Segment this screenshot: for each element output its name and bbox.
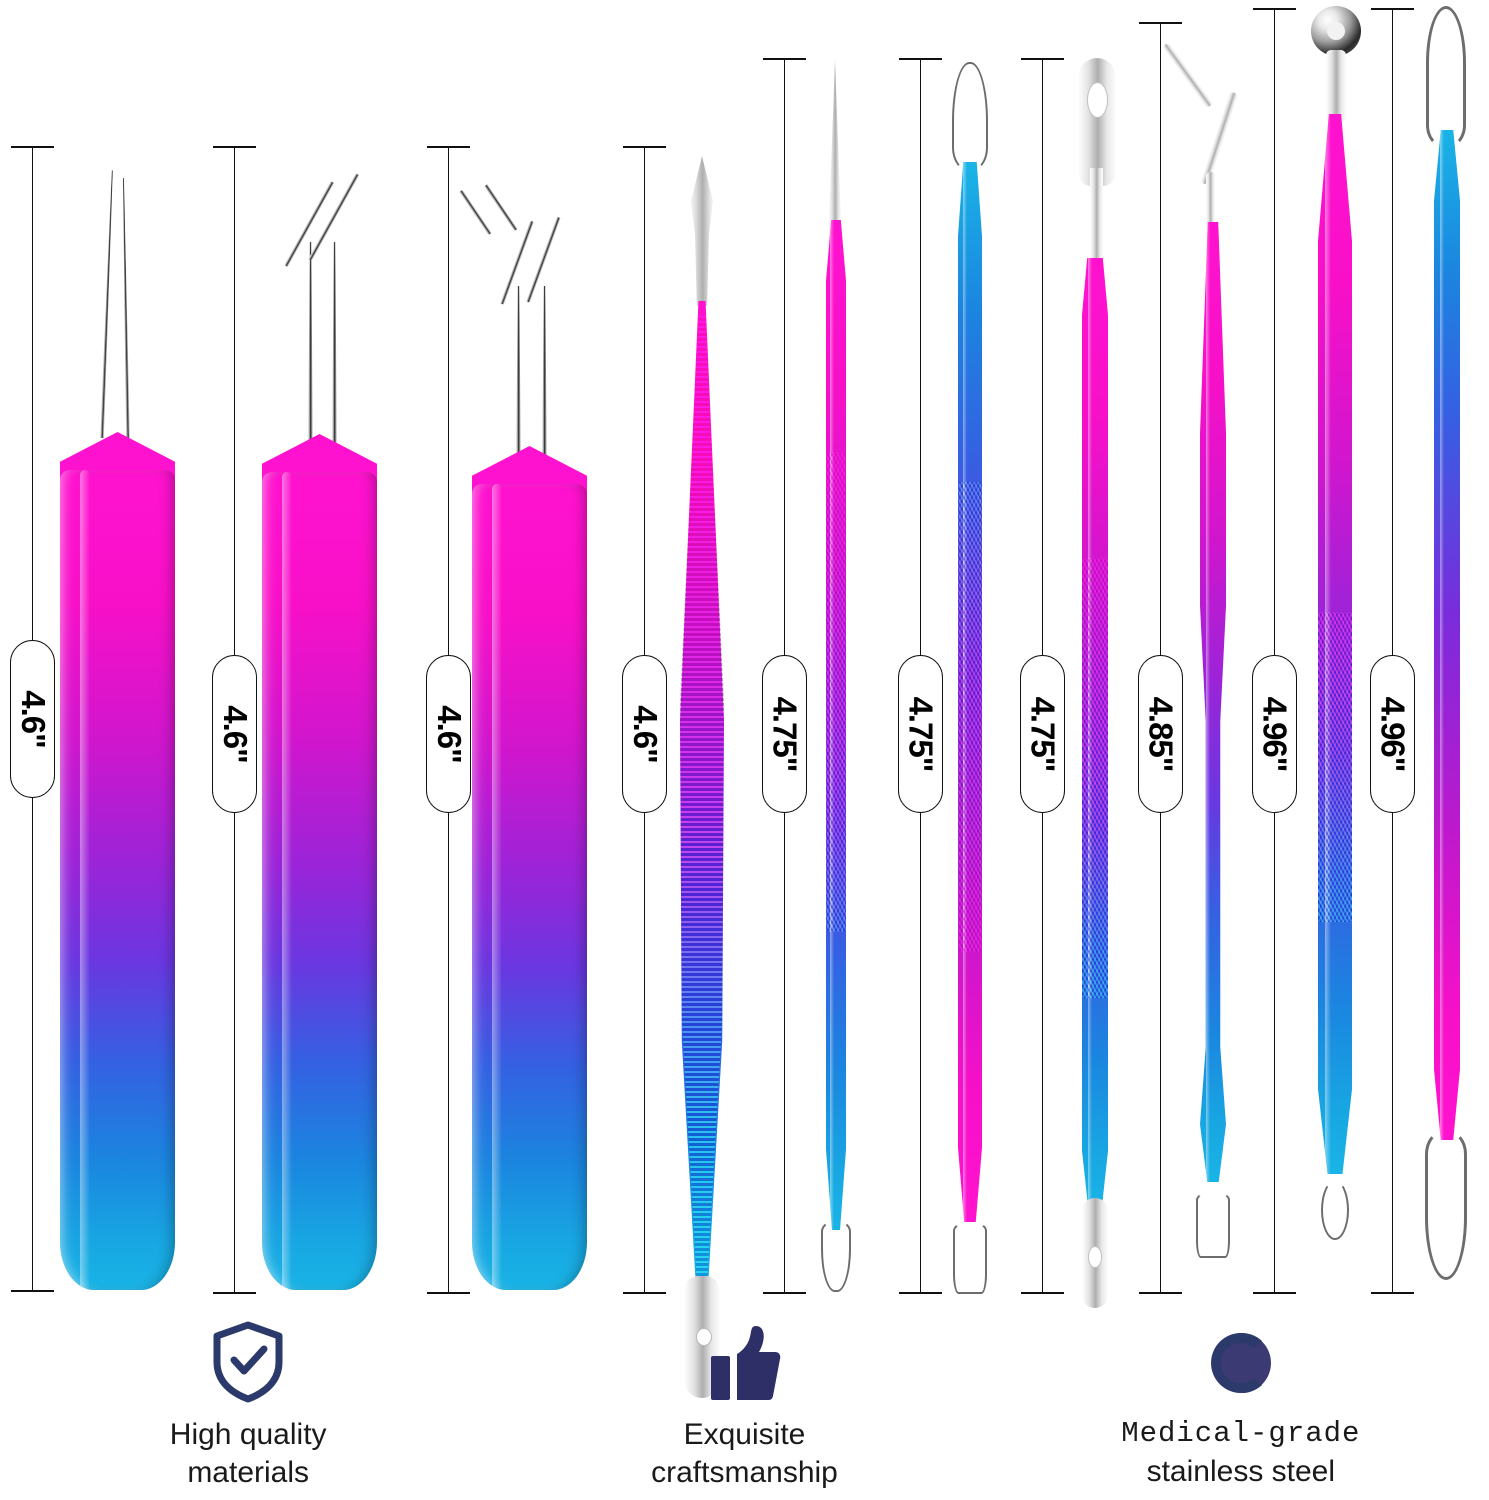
ring-handle [1082, 258, 1108, 1208]
tool-flat-spoon-extractor [1162, 22, 1246, 1292]
tweezer-needle-right [542, 286, 547, 472]
spoon-triangle-loop [1196, 1192, 1230, 1258]
tweezer-needle-left [100, 170, 114, 438]
size-badge-4: 4.6" [622, 655, 667, 813]
tweezer-needle-right [121, 178, 130, 440]
ball-head-collar [1326, 50, 1346, 122]
ring-loop-bottom-hole [1088, 1246, 1102, 1268]
tweezer-handle [472, 484, 587, 1290]
size-value-10: 4.96" [1374, 696, 1412, 772]
tool-double-loop-extractor [1418, 2, 1480, 1292]
tweezer-needle-left-tip [459, 189, 492, 236]
feature-line-1: Exquisite [683, 1418, 806, 1451]
tweezer-needle-right-curve [526, 216, 561, 303]
size-badge-9: 4.96" [1252, 655, 1297, 813]
shield-check-icon [209, 1318, 287, 1404]
size-value-4: 4.6" [626, 705, 664, 763]
probe-teardrop-loop [821, 1220, 851, 1292]
double-loop-handle [1434, 130, 1460, 1140]
tool-ring-loop-extractor [1068, 58, 1124, 1308]
tweezer-needle-left [308, 242, 313, 460]
size-value-5: 4.75" [766, 696, 804, 772]
size-value-6: 4.75" [902, 696, 940, 772]
dimension-line-10 [1371, 8, 1414, 1294]
thumbs-up-icon [705, 1318, 783, 1404]
dimension-line-9 [1253, 8, 1296, 1294]
tool-teardrop-loop-extractor [944, 62, 996, 1294]
pusher-spoon-hole [696, 1328, 712, 1346]
ring-knurl-texture [1082, 558, 1108, 998]
ring-loop-hole [1087, 82, 1108, 118]
tool-pointed-tweezer [60, 170, 175, 1290]
size-badge-2: 4.6" [212, 655, 257, 813]
tweezer-needle-left [516, 286, 521, 472]
tweezer-handle [262, 472, 377, 1290]
feature-line-2: craftsmanship [651, 1456, 838, 1490]
size-badge-7: 4.75" [1020, 655, 1065, 813]
feature-line-1: Medical-grade [1121, 1417, 1361, 1450]
tool-lancet-cuticle-pusher [672, 156, 730, 1398]
size-value-1: 4.6" [14, 690, 52, 748]
tweezer-needle-right [332, 242, 337, 460]
feature-label: Exquisite craftsmanship [651, 1416, 838, 1492]
feature-line-1: High quality [169, 1418, 327, 1451]
ball-head-center-dot [1327, 22, 1345, 40]
probe-handle [826, 220, 846, 1230]
size-badge-10: 4.96" [1370, 655, 1415, 813]
size-value-7: 4.75" [1024, 696, 1062, 772]
feature-line-2: stainless steel [1146, 1454, 1336, 1488]
tweezer-handle [60, 470, 175, 1290]
feature-label: High quality materials [170, 1416, 327, 1492]
feature-medical-grade-stainless-steel: Medical-grade stainless steel [993, 1318, 1489, 1500]
loop-handle [958, 162, 982, 1222]
double-loop-top [1426, 6, 1466, 148]
loop-knurl-texture [958, 482, 982, 952]
ball-knurl-texture [1318, 612, 1352, 922]
feature-exquisite-craftsmanship: Exquisite craftsmanship [496, 1318, 992, 1500]
tweezer-needle-right-tip [484, 184, 518, 232]
ball-handle [1318, 114, 1352, 1174]
ring-loop-head [1078, 58, 1116, 186]
tool-angled-tweezer [262, 150, 377, 1290]
loop-triangle-bottom [953, 1222, 987, 1294]
feature-line-2: materials [187, 1456, 310, 1490]
feature-high-quality-materials: High quality materials [0, 1318, 496, 1500]
size-badge-3: 4.6" [426, 655, 471, 813]
tool-curved-tweezer [459, 160, 587, 1290]
steel-circle-icon [1200, 1318, 1282, 1404]
size-value-8: 4.85" [1142, 696, 1180, 772]
spoon-handle [1200, 222, 1226, 1182]
size-badge-5: 4.75" [762, 655, 807, 813]
probe-knurl-texture [826, 452, 846, 932]
tool-ball-head-extractor [1300, 2, 1370, 1292]
feature-label: Medical-grade stainless steel [1121, 1416, 1360, 1491]
size-badge-8: 4.85" [1138, 655, 1183, 813]
size-value-3: 4.6" [430, 705, 468, 763]
size-value-2: 4.6" [216, 705, 254, 763]
loop-teardrop-top [952, 62, 988, 172]
tool-needle-probe-extractor [812, 60, 860, 1292]
size-value-9: 4.96" [1256, 696, 1294, 772]
hook-tip-lower [1206, 172, 1215, 242]
double-loop-bottom [1425, 1130, 1467, 1280]
ball-bottom-ring [1321, 1180, 1349, 1240]
size-badge-1: 4.6" [10, 640, 55, 798]
pusher-rib-texture [680, 316, 724, 1281]
size-badge-6: 4.75" [898, 655, 943, 813]
feature-row: High quality materials Exquisite craftsm… [0, 1318, 1489, 1500]
lancet-spear-tip [691, 156, 713, 306]
hook-tip-upper [1162, 42, 1214, 109]
